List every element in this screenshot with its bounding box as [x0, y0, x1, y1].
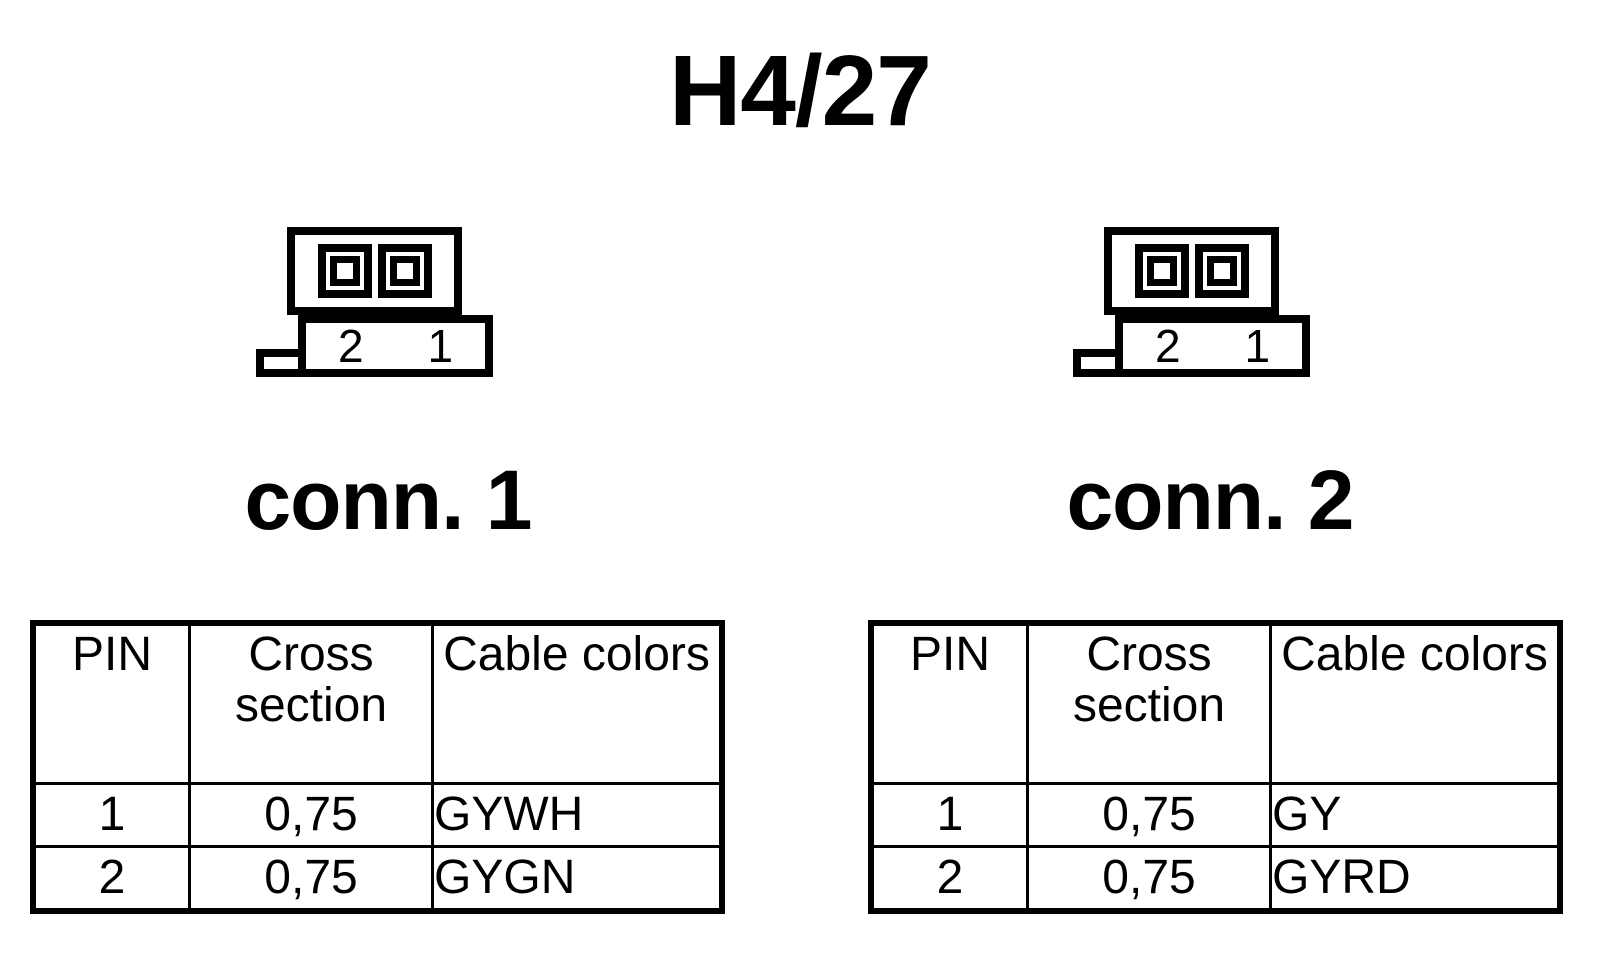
connector-symbol-2: 2 1: [1072, 227, 1322, 387]
cell-pin: 2: [31, 845, 191, 913]
symbol-pin-number: 2: [337, 320, 364, 372]
cell-cross-section: 0,75: [1026, 782, 1272, 848]
cell-cross-section: 0,75: [188, 845, 434, 913]
connector-housing-upper-2: [1104, 227, 1279, 315]
table-header-row: PIN Cross section Cable colors: [869, 621, 1562, 785]
cell-cross-section: 0,75: [1026, 845, 1272, 913]
pin-socket-icon: [377, 244, 432, 298]
pin-table-conn-2: PIN Cross section Cable colors 1 0,75 GY…: [868, 620, 1563, 914]
table-row: 2 0,75 GYRD: [869, 845, 1562, 913]
pin-contact-icon: [389, 256, 420, 286]
cell-pin: 2: [869, 845, 1029, 913]
table-row: 1 0,75 GY: [869, 782, 1562, 848]
pin-contact-icon: [329, 256, 360, 286]
symbol-pin-number: 2: [1154, 320, 1181, 372]
symbol-pin-number: 1: [427, 320, 454, 372]
table-header-row: PIN Cross section Cable colors: [31, 621, 724, 785]
pin-socket-icon: [1134, 244, 1189, 298]
cell-cable-color: GYGN: [431, 845, 724, 913]
cell-cable-color: GY: [1269, 782, 1562, 848]
pin-contact-icon: [1146, 256, 1177, 286]
column-header-pin: PIN: [869, 621, 1029, 785]
cell-pin: 1: [31, 782, 191, 848]
pin-table-conn-1: PIN Cross section Cable colors 1 0,75 GY…: [30, 620, 725, 914]
pin-socket-icon: [1194, 244, 1249, 298]
connector-symbol-1: 2 1: [255, 227, 505, 387]
column-header-cable-colors: Cable colors: [431, 621, 724, 785]
page-title: H4/27: [669, 35, 932, 147]
pin-socket-icon: [317, 244, 372, 298]
cell-cross-section: 0,75: [188, 782, 434, 848]
cell-cable-color: GYRD: [1269, 845, 1562, 913]
cell-cable-color: GYWH: [431, 782, 724, 848]
table-row: 2 0,75 GYGN: [31, 845, 724, 913]
connector-caption-2: conn. 2: [1066, 453, 1354, 547]
table-row: 1 0,75 GYWH: [31, 782, 724, 848]
column-header-cross-section: Cross section: [1026, 621, 1272, 785]
column-header-cross-section: Cross section: [188, 621, 434, 785]
connector-housing-upper-1: [287, 227, 462, 315]
column-header-cable-colors: Cable colors: [1269, 621, 1562, 785]
pin-contact-icon: [1206, 256, 1237, 286]
cell-pin: 1: [869, 782, 1029, 848]
connector-caption-1: conn. 1: [244, 453, 532, 547]
connector-latch-tab-2: [1073, 349, 1123, 377]
symbol-pin-number: 1: [1244, 320, 1271, 372]
column-header-pin: PIN: [31, 621, 191, 785]
connector-housing-lower-1: 2 1: [298, 315, 493, 377]
connector-housing-lower-2: 2 1: [1115, 315, 1310, 377]
connector-latch-tab-1: [256, 349, 306, 377]
